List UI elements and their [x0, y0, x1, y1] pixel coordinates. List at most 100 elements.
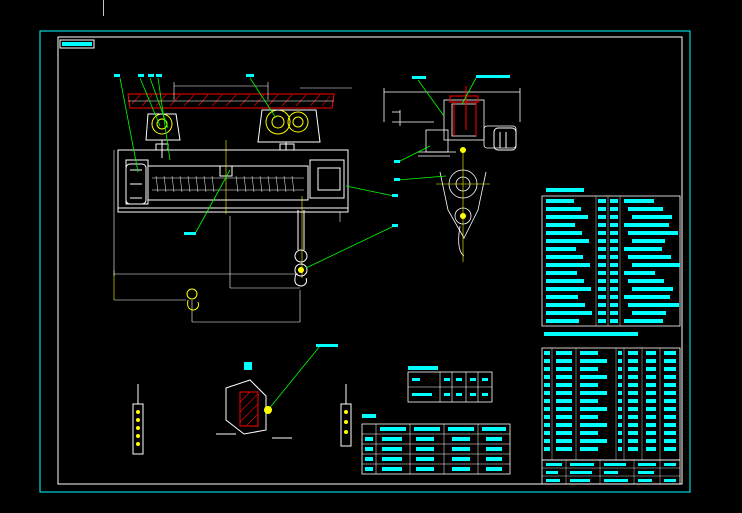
hoist-drum — [117, 149, 349, 213]
cad-text-block — [624, 295, 670, 299]
cad-text-block — [664, 399, 676, 403]
cad-text-block — [628, 431, 638, 435]
cad-text-block — [618, 383, 622, 387]
cad-text-block — [628, 447, 638, 451]
cad-text-block — [610, 263, 618, 267]
cad-text-block — [618, 439, 622, 443]
spec-table-bottom — [361, 414, 511, 475]
cad-text-block — [610, 311, 618, 315]
cad-text-block — [618, 447, 622, 451]
cad-text-block — [598, 255, 606, 259]
cad-text-block — [598, 319, 606, 323]
cad-text-block — [628, 383, 638, 387]
cad-text-block — [628, 367, 638, 371]
cad-text-block — [664, 407, 676, 411]
cad-text-block — [556, 447, 572, 451]
cad-text-block — [646, 431, 656, 435]
cad-text-block — [664, 383, 676, 387]
cad-text-block — [628, 207, 663, 211]
cad-text-block — [646, 415, 656, 419]
cad-text-block — [556, 375, 572, 379]
cad-text-block — [628, 255, 671, 259]
cad-text-block — [544, 391, 550, 395]
cad-text-block — [624, 271, 655, 275]
cad-text-block — [580, 439, 607, 443]
motor-icon — [493, 127, 517, 151]
hook-icon — [294, 210, 308, 287]
cad-text-block — [580, 351, 598, 355]
cad-text-block — [632, 287, 673, 291]
cad-text-block — [580, 415, 598, 419]
cad-text-block — [580, 367, 598, 371]
cad-text-block — [646, 359, 656, 363]
cad-text-block — [618, 407, 622, 411]
cad-text-block — [628, 231, 678, 235]
cad-text-block — [544, 375, 550, 379]
cad-text-block — [646, 447, 656, 451]
cad-text-block — [664, 439, 676, 443]
cad-text-block — [610, 231, 618, 235]
cad-text-block — [546, 271, 577, 275]
cad-text-block — [628, 439, 638, 443]
leader-lines — [119, 77, 395, 411]
cad-text-block — [646, 367, 656, 371]
cad-text-block — [546, 231, 582, 235]
cad-text-block — [610, 295, 618, 299]
cad-text-block — [546, 287, 591, 291]
cad-text-block — [544, 351, 550, 355]
cad-text-block — [598, 263, 606, 267]
motor-icon — [125, 163, 147, 205]
cad-text-block — [618, 415, 622, 419]
cad-text-block — [632, 215, 672, 219]
cad-text-block — [646, 383, 656, 387]
cad-text-block — [598, 303, 606, 307]
cad-text-block — [598, 231, 606, 235]
cad-text-block — [628, 415, 638, 419]
cad-text-block — [646, 351, 656, 355]
cad-text-block — [646, 375, 656, 379]
cad-text-block — [610, 287, 618, 291]
cad-text-block — [598, 239, 606, 243]
cad-text-block — [544, 439, 550, 443]
spec-table-small — [407, 366, 493, 403]
cad-text-block — [598, 287, 606, 291]
cad-text-block — [598, 279, 606, 283]
cad-text-block — [664, 447, 676, 451]
cad-text-block — [664, 359, 676, 363]
cad-text-block — [546, 311, 592, 315]
cad-text-block — [624, 199, 654, 203]
cad-text-block — [664, 431, 676, 435]
cad-text-block — [664, 351, 676, 355]
cad-text-block — [546, 303, 585, 307]
cad-text-block — [580, 391, 607, 395]
cad-text-block — [646, 407, 656, 411]
cad-text-block — [546, 255, 583, 259]
cad-text-block — [610, 319, 618, 323]
cad-text-block — [546, 223, 575, 227]
cad-text-block — [598, 199, 606, 203]
cad-text-block — [628, 359, 638, 363]
cad-text-block — [664, 391, 676, 395]
cad-text-block — [628, 303, 679, 307]
cad-text-block — [556, 383, 572, 387]
cad-text-block — [546, 199, 574, 203]
cad-text-block — [610, 215, 618, 219]
cad-text-block — [546, 295, 578, 299]
cad-text-block — [580, 375, 607, 379]
cad-text-block — [546, 279, 584, 283]
cad-text-block — [580, 407, 607, 411]
cad-text-block — [580, 359, 607, 363]
cad-text-block — [556, 367, 572, 371]
cad-text-block — [618, 367, 622, 371]
cad-text-block — [598, 311, 606, 315]
cad-text-block — [580, 423, 607, 427]
cad-text-block — [580, 431, 598, 435]
hook-icon — [186, 288, 199, 311]
cad-text-block — [544, 359, 550, 363]
cad-text-block — [624, 247, 662, 251]
cad-text-block — [598, 271, 606, 275]
cad-text-block — [544, 399, 550, 403]
cad-text-block — [628, 351, 638, 355]
title-block — [541, 459, 681, 485]
